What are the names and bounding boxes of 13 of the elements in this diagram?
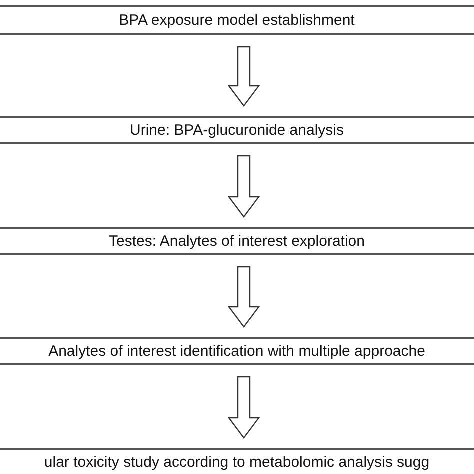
- step-text: Analytes of interest identification with multiple approache: [48, 342, 426, 360]
- process-box: [0, 5, 474, 35]
- process-box: [0, 337, 474, 365]
- process-box: [0, 227, 474, 255]
- hollow-arrow: [228, 155, 260, 218]
- step-text: BPA exposure model establishment: [119, 12, 355, 28]
- hollow-arrow: [228, 266, 260, 328]
- step-text: ular toxicity study according to metabolomic analysis sugg: [44, 454, 430, 470]
- process-box: [0, 116, 474, 144]
- step-text: Testes: Analytes of interest exploration: [109, 232, 365, 250]
- step-text: Urine: BPA-glucuronide analysis: [130, 122, 344, 138]
- hollow-arrow: [228, 46, 260, 107]
- hollow-arrow: [228, 376, 260, 439]
